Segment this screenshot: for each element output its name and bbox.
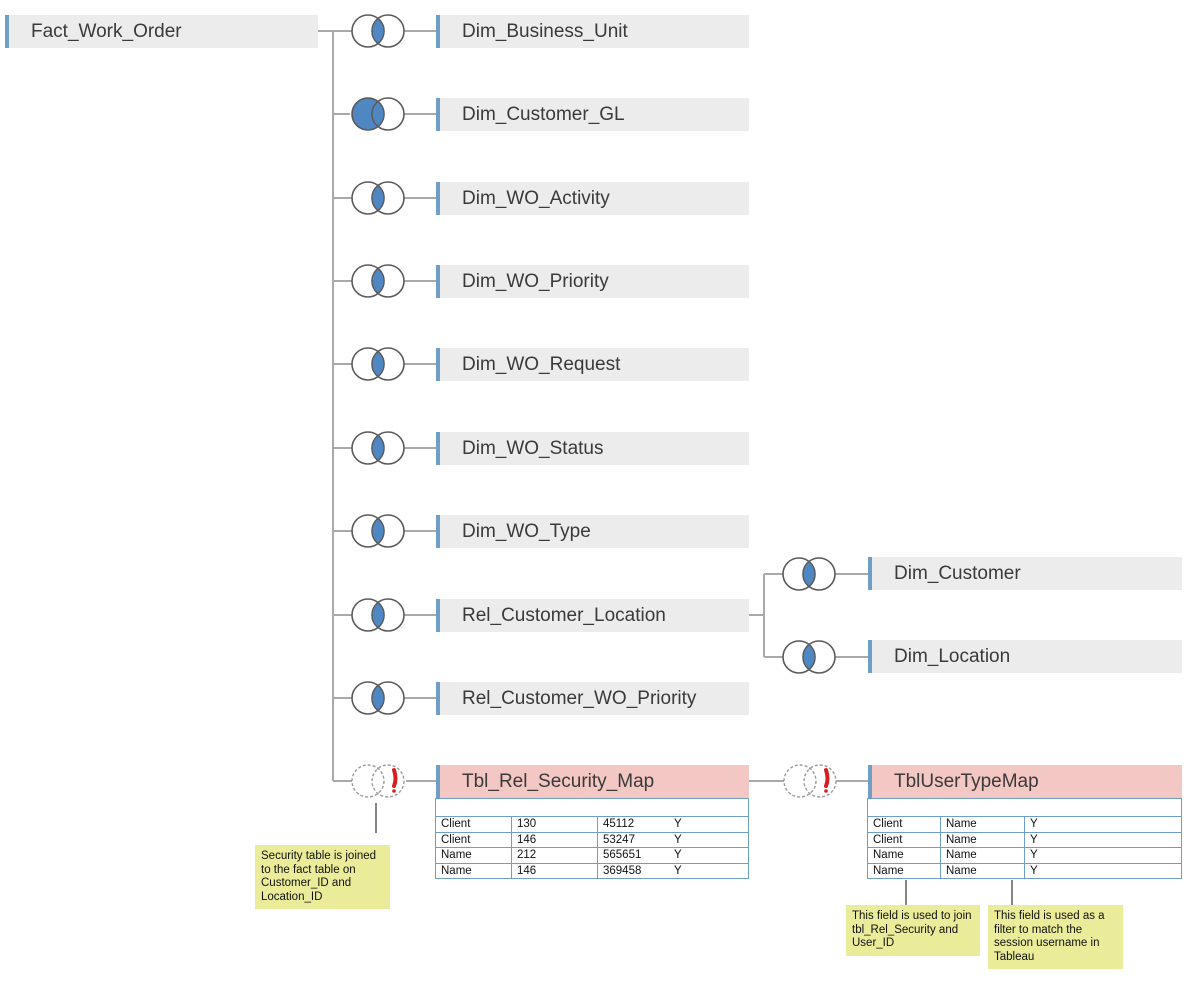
table-dim-wo-type[interactable]: Dim_WO_Type [436,515,749,548]
note-filter-field: This field is used as a filter to match … [988,905,1123,969]
table-row: Client Name Y [868,832,1181,848]
table-cell: Y [674,864,682,877]
table-row: Client 146 53247 Y [436,832,748,848]
table-cell: Name [941,848,1025,863]
inner-join-icon[interactable] [351,181,405,215]
table-dim-business-unit[interactable]: Dim_Business_Unit [436,15,749,48]
table-label: Rel_Customer_Location [462,605,666,626]
warning-mark-icon [392,768,398,788]
table-cell: 53247 [603,833,635,846]
table-row: Client Name Y [868,817,1181,833]
table-cell: 146 [512,832,598,847]
table-cell: Name [941,817,1025,832]
table-cell: Y [1030,849,1038,861]
table-dim-location[interactable]: Dim_Location [868,640,1182,673]
table-cell: Name [941,863,1025,878]
table-cell: Name [941,832,1025,847]
note-join-field: This field is used to join tbl_Rel_Secur… [846,905,980,956]
table-dim-wo-priority[interactable]: Dim_WO_Priority [436,265,749,298]
note-security-join: Security table is joined to the fact tab… [255,845,390,909]
inner-join-icon[interactable] [351,14,405,48]
table-cell: Y [1030,818,1038,830]
preview-header [868,799,1181,817]
inner-join-icon[interactable] [782,640,836,674]
table-cell: Name [868,848,941,863]
table-cell: 130 [512,817,598,832]
table-cell: 565651 [603,849,642,861]
table-dim-wo-status[interactable]: Dim_WO_Status [436,432,749,465]
table-label: Dim_Business_Unit [462,21,628,42]
table-dim-customer[interactable]: Dim_Customer [868,557,1182,590]
table-label: Dim_Customer_GL [462,104,625,125]
table-cell: 212 [512,848,598,863]
warning-mark-icon [824,768,830,788]
table-cell: 369458 [603,864,642,877]
table-cell: Client [436,817,512,832]
table-label: Fact_Work_Order [31,21,182,42]
inner-join-icon[interactable] [782,557,836,591]
table-row: Name 146 369458 Y [436,863,748,878]
table-dim-wo-request[interactable]: Dim_WO_Request [436,348,749,381]
table-tbl-user-type-map[interactable]: TblUserTypeMap [868,765,1182,798]
table-row: Name Name Y [868,848,1181,864]
table-cell: Client [868,817,941,832]
table-row: Name 212 565651 Y [436,848,748,864]
inner-join-icon[interactable] [351,598,405,632]
table-label: TblUserTypeMap [894,771,1039,792]
left-join-icon[interactable] [351,97,405,131]
table-cell: Y [1030,864,1038,877]
broken-join-warning-icon[interactable] [783,764,837,798]
table-row: Client 130 45112 Y [436,817,748,833]
inner-join-icon[interactable] [351,514,405,548]
table-tbl-rel-security-map[interactable]: Tbl_Rel_Security_Map [436,765,749,798]
security-map-preview: Client 130 45112 Y Client 146 53247 Y Na… [435,798,749,879]
table-cell: 146 [512,863,598,878]
table-label: Dim_WO_Request [462,354,621,375]
table-label: Dim_WO_Type [462,521,591,542]
table-label: Dim_WO_Activity [462,188,610,209]
table-cell: Y [1030,833,1038,846]
table-cell: Name [436,863,512,878]
table-rel-customer-location[interactable]: Rel_Customer_Location [436,599,749,632]
table-cell: Client [868,832,941,847]
inner-join-icon[interactable] [351,264,405,298]
table-label: Rel_Customer_WO_Priority [462,688,697,709]
table-label: Dim_WO_Priority [462,271,609,292]
broken-join-warning-icon[interactable] [351,764,405,798]
inner-join-icon[interactable] [351,431,405,465]
table-dim-customer-gl[interactable]: Dim_Customer_GL [436,98,749,131]
table-cell: Name [436,848,512,863]
table-label: Dim_WO_Status [462,438,604,459]
table-dim-wo-activity[interactable]: Dim_WO_Activity [436,182,749,215]
table-label: Dim_Location [894,646,1011,667]
table-cell: Client [436,832,512,847]
inner-join-icon[interactable] [351,681,405,715]
table-label: Dim_Customer [894,563,1021,584]
table-label: Tbl_Rel_Security_Map [462,771,655,792]
inner-join-icon[interactable] [351,347,405,381]
preview-header [436,799,748,817]
table-cell: 45112 [603,818,635,830]
table-fact-work-order[interactable]: Fact_Work_Order [5,15,318,48]
table-row: Name Name Y [868,863,1181,878]
table-cell: Y [674,833,682,846]
table-cell: Name [868,863,941,878]
table-cell: Y [674,849,682,861]
table-cell: Y [674,818,682,830]
user-type-map-preview: Client Name Y Client Name Y Name Name Y … [867,798,1182,879]
table-rel-customer-wo-priority[interactable]: Rel_Customer_WO_Priority [436,682,749,715]
